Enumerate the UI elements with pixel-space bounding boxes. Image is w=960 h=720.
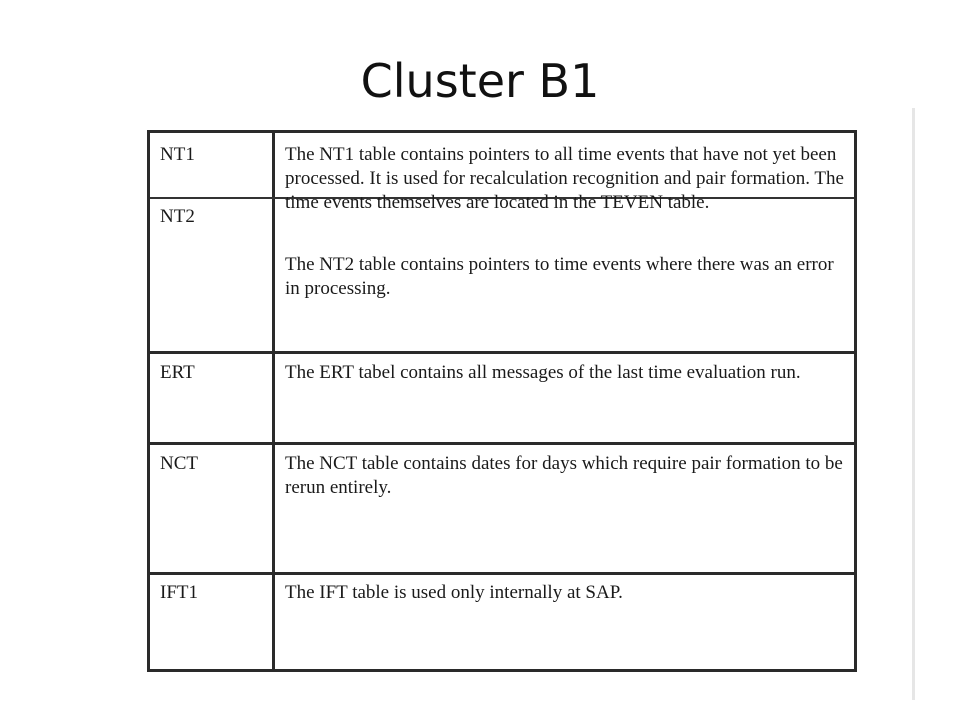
slide-title: Cluster B1 [360,54,600,108]
row-divider-nct [150,572,854,575]
row-label: ERT [160,362,195,383]
column-divider [272,133,275,669]
row-description: The NT1 table contains pointers to all t… [285,144,844,213]
row-divider-ert [150,442,854,445]
row-label: NT2 [160,206,195,227]
row-label: NT1 [160,144,195,165]
right-edge-shadow [912,108,915,700]
row-description: The NCT table contains dates for days wh… [285,453,843,498]
row-description: The ERT tabel contains all messages of t… [285,362,801,383]
row-description: The IFT table is used only internally at… [285,582,623,603]
cluster-table: NT1 The NT1 table contains pointers to a… [147,130,857,672]
row-label: IFT1 [160,582,198,603]
row-label: NCT [160,453,198,474]
row-description: The NT2 table contains pointers to time … [285,254,834,299]
row-divider-nt1 [150,197,854,199]
row-divider-nt2 [150,351,854,354]
